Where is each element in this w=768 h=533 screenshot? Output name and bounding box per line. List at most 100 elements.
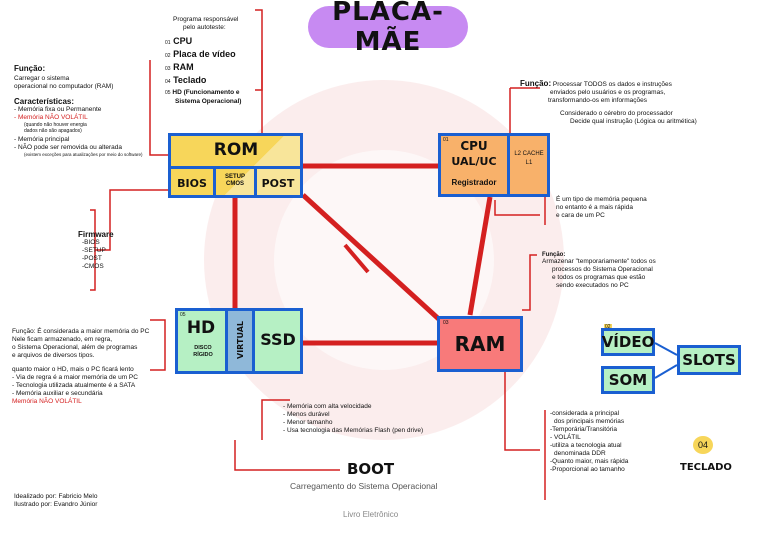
hd-funcao-line: - Tecnologia utilizada atualmente é a SA… — [12, 382, 136, 389]
firmware-title: Firmware — [78, 230, 114, 239]
firmware-item: -CMOS — [82, 263, 104, 270]
hd-funcao-line: Memória NÃO VOLÁTIL — [12, 398, 82, 405]
post-list-item: 03 RAM — [165, 62, 194, 72]
ram-box: 03 RAM — [437, 316, 523, 372]
firmware-item: -SETUP — [82, 247, 106, 254]
rom-post: POST — [261, 176, 295, 190]
hd-badge: 05 — [180, 312, 186, 318]
post-list-item: 04 Teclado — [165, 75, 207, 85]
watermark-text: Livro Eletrônico — [343, 510, 399, 519]
cpu-badge: 01 — [443, 137, 449, 143]
hd-funcao-line: e arquivos de diversos tipos. — [12, 352, 95, 359]
rom-caract-line: - NÃO pode ser removida ou alterada — [14, 144, 123, 151]
cpu-label: CPU — [460, 139, 488, 153]
cpu-cache-l2: L2 CACHE — [514, 151, 544, 157]
cache-line: É um tipo de memória pequena — [556, 196, 647, 203]
cache-line: e cara de um PC — [556, 212, 605, 219]
hd-funcao-line: - Via de regra é a maior memória de um P… — [12, 374, 138, 381]
ram-list-item: -Quanto maior, mais rápida — [550, 458, 629, 465]
ram-funcao-title: Função: — [542, 252, 566, 258]
ram-badge: 03 — [443, 320, 449, 326]
rom-bios: BIOS — [177, 176, 207, 190]
post-list-item: 05 HD (Funcionamento e — [165, 89, 240, 96]
post-list-last: Sistema Operacional) — [175, 98, 242, 105]
ram-list-item: - VOLÁTIL — [550, 434, 581, 441]
cache-notes: É um tipo de memória pequena no entanto … — [556, 196, 647, 220]
rom-caract-title: Características: — [14, 97, 75, 106]
cpu-cerebro-line: Considerado o cérebro do processador — [560, 110, 673, 117]
hd-funcao-line: Função: É considerada a maior memória do… — [12, 328, 150, 335]
cpu-box: 01 CPU UAL/UC Registrador L2 CACHE L1 — [438, 133, 550, 197]
hd-rigido: RÍGIDO — [193, 352, 213, 358]
ram-list-item: -considerada a principal — [550, 410, 620, 417]
credit-line: Idealizado por: Fabricio Melo — [14, 493, 98, 500]
page-title: PLACA-MÃE — [308, 0, 468, 57]
rom-notes: Função: Carregar o sistema operacional n… — [14, 64, 143, 158]
rom-caract-line: dados não são apagados) — [24, 128, 82, 134]
slot-som: SOM — [601, 366, 655, 394]
rom-caract-line: - Memória fixa ou Permanente — [14, 106, 102, 113]
hd-funcao-line: Nele ficam armazenado, em regra, — [12, 336, 113, 343]
cpu-notes: Função: Processar TODOS os dados e instr… — [520, 80, 697, 126]
rom-funcao-line: operacional no computador (RAM) — [14, 83, 114, 90]
hd-funcao-line: - Memória auxiliar e secundária — [12, 390, 103, 397]
slots-badge: 02 — [604, 324, 612, 330]
boot-label: BOOT — [347, 460, 395, 478]
hd-label: HD — [186, 318, 216, 338]
rom-caract-line: (existem exceções para atualizações por … — [24, 152, 143, 157]
hd-notes: Função: É considerada a maior memória do… — [12, 328, 149, 406]
firmware-item: -BIOS — [82, 239, 100, 246]
hd-ssd: SSD — [260, 329, 296, 349]
rom-caract-line: - Memória principal — [14, 136, 70, 143]
hd-disco: DISCO — [194, 345, 212, 351]
post-list-header-1: Programa responsável — [173, 16, 239, 23]
ram-list-item: -Proporcional ao tamanho — [550, 466, 625, 473]
ram-list-item: dos principais memórias — [554, 418, 625, 425]
credit-line: Ilustrado por: Evandro Júnior — [14, 501, 98, 508]
ram-funcao-line: processos do Sistema Operacional — [552, 266, 653, 273]
ssd-line: - Menor tamanho — [283, 419, 333, 426]
cpu-cache-l1: L1 — [525, 160, 533, 166]
cache-line: no entanto é a mais rápida — [556, 204, 633, 211]
rom-setup: SETUP — [224, 174, 245, 180]
rom-cmos: CMOS — [226, 181, 244, 187]
boot-desc: Carregamento do Sistema Operacional — [290, 481, 438, 491]
hd-funcao-line: quanto maior o HD, mais o PC ficará lent… — [12, 366, 134, 373]
hd-virtual: VIRTUAL — [235, 321, 245, 359]
slots-label: SLOTS — [677, 345, 741, 375]
ssd-line: - Usa tecnologia das Memórias Flash (pen… — [283, 427, 424, 434]
firmware-notes: Firmware -BIOS -SETUP -POST -CMOS — [78, 230, 114, 271]
ram-funcao-line: Armazenar "temporariamente" todos os — [542, 258, 656, 265]
post-program-list: Programa responsável pelo autoteste: 01 … — [165, 16, 241, 106]
ram-notes: Função: Armazenar "temporariamente" todo… — [542, 252, 656, 290]
cpu-funcao-line: Processar TODOS os dados e instruções — [552, 81, 672, 88]
credits: Idealizado por: Fabricio Melo Ilustrado … — [14, 493, 97, 509]
cpu-ual: UAL/UC — [451, 154, 497, 168]
rom-caract-line: - Memória NÃO VOLÁTIL — [14, 114, 88, 121]
cpu-registrador: Registrador — [451, 177, 497, 187]
cpu-cerebro-line: Decide qual instrução (Lógica ou aritmét… — [570, 118, 697, 125]
ram-list: -considerada a principal dos principais … — [550, 410, 628, 474]
firmware-item: -POST — [82, 255, 102, 262]
ssd-line: - Menos durável — [283, 411, 330, 418]
ssd-notes: - Memória com alta velocidade - Menos du… — [283, 403, 423, 435]
ram-list-item: -Temporária/Transitória — [550, 426, 617, 433]
hd-box: 05 HD DISCO RÍGIDO VIRTUAL SSD — [175, 308, 303, 374]
rom-box: ROM BIOS SETUP CMOS POST — [168, 133, 303, 198]
teclado-number: 04 — [693, 436, 713, 454]
hd-funcao-line: o Sistema Operacional, além de programas — [12, 344, 138, 351]
post-list-header-2: pelo autoteste: — [183, 24, 226, 31]
ram-funcao-line: e todos os programas que estão — [552, 274, 646, 281]
cpu-funcao-title: Função: — [520, 79, 552, 88]
ssd-line: - Memória com alta velocidade — [283, 403, 372, 410]
teclado-label: TECLADO — [680, 462, 732, 473]
ram-funcao-line: sendo executados no PC — [556, 282, 629, 289]
rom-caract-line: (quando não houver energia — [24, 122, 87, 128]
slot-video: VÍDEO — [601, 328, 655, 356]
rom-label: ROM — [213, 140, 259, 160]
ram-list-item: -utiliza a tecnologia atual — [550, 442, 622, 449]
ram-label: RAM — [454, 332, 506, 356]
ram-list-item: denominada DDR — [554, 450, 606, 457]
cpu-funcao-line: transformando-os em informações — [548, 97, 647, 104]
rom-funcao-title: Função: — [14, 64, 46, 73]
